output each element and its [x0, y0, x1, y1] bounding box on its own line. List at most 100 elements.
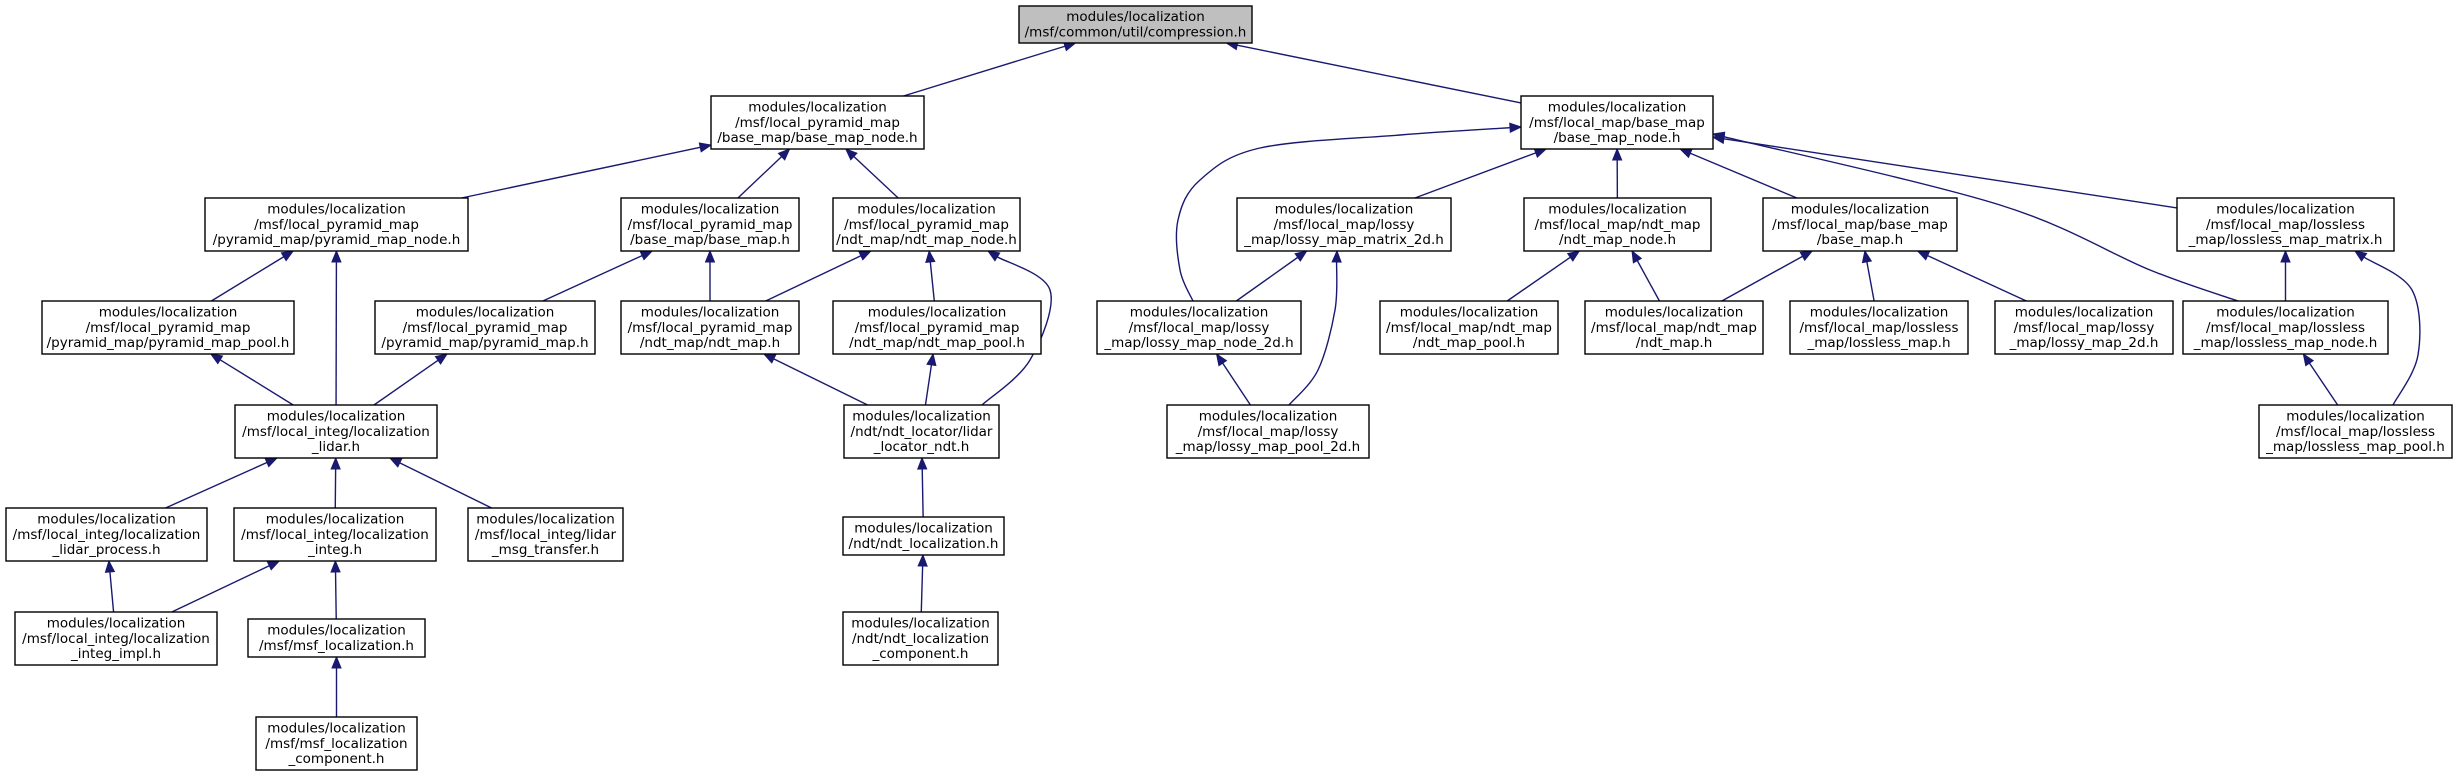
graph-node-pyramid-map[interactable]: modules/localization/msf/local_pyramid_m…	[374, 300, 596, 355]
graph-node-compression[interactable]: modules/localization/msf/common/util/com…	[1018, 5, 1253, 44]
graph-node-lidar-msg-transfer[interactable]: modules/localization/msf/local_integ/lid…	[467, 507, 624, 562]
dependency-edge	[209, 353, 294, 406]
dependency-edge	[765, 250, 872, 302]
graph-node-localization-lidar[interactable]: modules/localization/msf/local_integ/loc…	[234, 404, 438, 459]
graph-node-lossless-map-node[interactable]: modules/localization/msf/local_map/lossl…	[2182, 300, 2389, 355]
graph-node-lossy-map-2d[interactable]: modules/localization/msf/local_map/lossy…	[1994, 300, 2174, 355]
dependency-edge	[1175, 122, 1523, 302]
node-label-line: modules/localization	[1199, 409, 1338, 425]
node-box	[1762, 197, 1958, 252]
graph-node-lidar-locator-ndt[interactable]: modules/localization/ndt/ndt_locator/lid…	[843, 404, 1000, 459]
node-label-line: /ndt_map/ndt_map_pool.h	[849, 335, 1025, 351]
dependency-edge	[1711, 133, 2178, 209]
graph-node-pyramid-map-node[interactable]: modules/localization/msf/local_pyramid_m…	[204, 197, 469, 252]
node-label-line: /msf/local_map/lossy	[1198, 424, 1339, 440]
node-box	[1994, 300, 2174, 355]
dependency-edge	[542, 250, 654, 302]
graph-node-lossless-map[interactable]: modules/localization/msf/local_map/lossl…	[1789, 300, 1969, 355]
dependency-edge	[704, 249, 716, 301]
node-label-line: /msf/local_map/base_map	[1529, 115, 1705, 131]
node-box	[710, 95, 925, 150]
node-label-line: _map/lossless_map.h	[1806, 335, 1950, 351]
node-label-line: /ndt_map_node.h	[1559, 232, 1676, 248]
node-label-line: /base_map/base_map.h	[630, 232, 790, 248]
dependency-edge	[916, 456, 928, 518]
dependency-edge	[917, 553, 928, 613]
graph-node-pyramid-map-pool[interactable]: modules/localization/msf/local_pyramid_m…	[41, 300, 295, 355]
graph-node-lossless-map-matrix[interactable]: modules/localization/msf/local_map/lossl…	[2176, 197, 2395, 252]
edge-line	[165, 461, 268, 509]
graph-node-integ-impl[interactable]: modules/localization/msf/local_integ/loc…	[14, 611, 218, 666]
arrowhead-icon	[925, 249, 936, 263]
node-label-line: /msf/local_pyramid_map	[86, 320, 251, 336]
arrowhead-icon	[330, 456, 341, 470]
node-label-line: modules/localization	[2216, 202, 2355, 218]
edge-line	[903, 45, 1066, 97]
node-box	[1096, 300, 1302, 355]
node-label-line: /msf/msf_localization.h	[259, 638, 414, 654]
edge-line	[542, 254, 643, 302]
node-label-line: /msf/local_pyramid_map	[735, 115, 900, 131]
graph-node-pyr-base-map-node[interactable]: modules/localization/msf/local_pyramid_m…	[710, 95, 925, 150]
graph-node-pyr-ndt-map[interactable]: modules/localization/msf/local_pyramid_m…	[620, 300, 800, 355]
node-label-line: /ndt/ndt_localization	[852, 631, 989, 647]
graph-node-pyr-base-map[interactable]: modules/localization/msf/local_pyramid_m…	[620, 197, 800, 252]
dependency-edge	[1721, 250, 1814, 302]
arrowhead-icon	[104, 559, 116, 573]
dependency-edge	[331, 249, 342, 406]
graph-node-msf-localization-component[interactable]: modules/localization/msf/msf_localizatio…	[255, 716, 418, 771]
arrowhead-icon	[639, 250, 654, 261]
graph-node-lossy-map-pool-2d[interactable]: modules/localization/msf/local_map/lossy…	[1166, 404, 1370, 459]
node-box	[467, 507, 624, 562]
edge-line	[1288, 261, 1338, 406]
graph-node-lm-base-map[interactable]: modules/localization/msf/local_map/base_…	[1762, 197, 1958, 252]
graph-node-msf-localization[interactable]: modules/localization/msf/msf_localizatio…	[247, 618, 426, 658]
node-box	[233, 507, 437, 562]
arrowhead-icon	[1509, 122, 1523, 133]
graph-node-ndt-localization[interactable]: modules/localization/ndt/ndt_localizatio…	[842, 516, 1005, 556]
edge-line	[1866, 261, 1875, 302]
arrowhead-icon	[266, 560, 281, 571]
node-box	[14, 611, 218, 666]
graph-node-localization-integ[interactable]: modules/localization/msf/local_integ/loc…	[233, 507, 437, 562]
graph-node-lm-ndt-map[interactable]: modules/localization/msf/local_map/ndt_m…	[1584, 300, 1764, 355]
graph-node-pyr-ndt-map-node[interactable]: modules/localization/msf/local_pyramid_m…	[832, 197, 1021, 252]
graph-node-lm-base-map-node[interactable]: modules/localization/msf/local_map/base_…	[1520, 95, 1714, 150]
node-label-line: modules/localization	[476, 512, 615, 528]
edge-line	[920, 565, 924, 613]
node-label-line: /msf/local_map/lossless	[2206, 320, 2365, 336]
dependency-edge	[903, 41, 1077, 97]
graph-node-lm-ndt-map-pool[interactable]: modules/localization/msf/local_map/ndt_m…	[1379, 300, 1559, 355]
node-label-line: modules/localization	[852, 409, 991, 425]
node-box	[1520, 95, 1714, 150]
graph-node-lossy-map-matrix-2d[interactable]: modules/localization/msf/local_map/lossy…	[1236, 197, 1452, 252]
node-label-line: /ndt/ndt_locator/lidar	[851, 424, 993, 440]
graph-node-lidar-process[interactable]: modules/localization/msf/local_integ/loc…	[5, 507, 208, 562]
arrowhead-icon	[926, 352, 937, 367]
dependency-edge	[388, 457, 492, 509]
graph-node-ndt-localization-component[interactable]: modules/localization/ndt/ndt_localizatio…	[842, 611, 999, 666]
arrowhead-icon	[1631, 249, 1643, 264]
arrowhead-icon	[388, 457, 403, 468]
dependency-edge	[1288, 249, 1342, 406]
node-box	[843, 404, 1000, 459]
node-label-line: /msf/local_map/lossy	[2014, 320, 2155, 336]
graph-node-lossless-map-pool[interactable]: modules/localization/msf/local_map/lossl…	[2258, 404, 2453, 459]
arrowhead-icon	[1799, 250, 1814, 262]
dependency-edge	[844, 148, 899, 199]
node-label-line: modules/localization	[868, 305, 1007, 321]
dependency-edge	[2302, 352, 2339, 406]
graph-node-pyr-ndt-map-pool[interactable]: modules/localization/msf/local_pyramid_m…	[832, 300, 1042, 355]
dependency-edge	[737, 148, 791, 199]
arrowhead-icon	[2353, 250, 2368, 262]
arrowhead-icon	[1678, 148, 1693, 159]
node-label-line: /base_map/base_map_node.h	[717, 130, 917, 146]
graph-node-lm-ndt-map-node[interactable]: modules/localization/msf/local_map/ndt_m…	[1523, 197, 1712, 252]
node-label-line: /msf/local_pyramid_map	[855, 320, 1020, 336]
arrowhead-icon	[1331, 249, 1342, 263]
edge-line	[1235, 256, 1299, 302]
node-label-line: /msf/local_pyramid_map	[628, 217, 793, 233]
node-label-line: _map/lossy_map_pool_2d.h	[1175, 439, 1360, 455]
graph-node-lossy-map-node-2d[interactable]: modules/localization/msf/local_map/lossy…	[1096, 300, 1302, 355]
edge-line	[1175, 127, 1511, 302]
